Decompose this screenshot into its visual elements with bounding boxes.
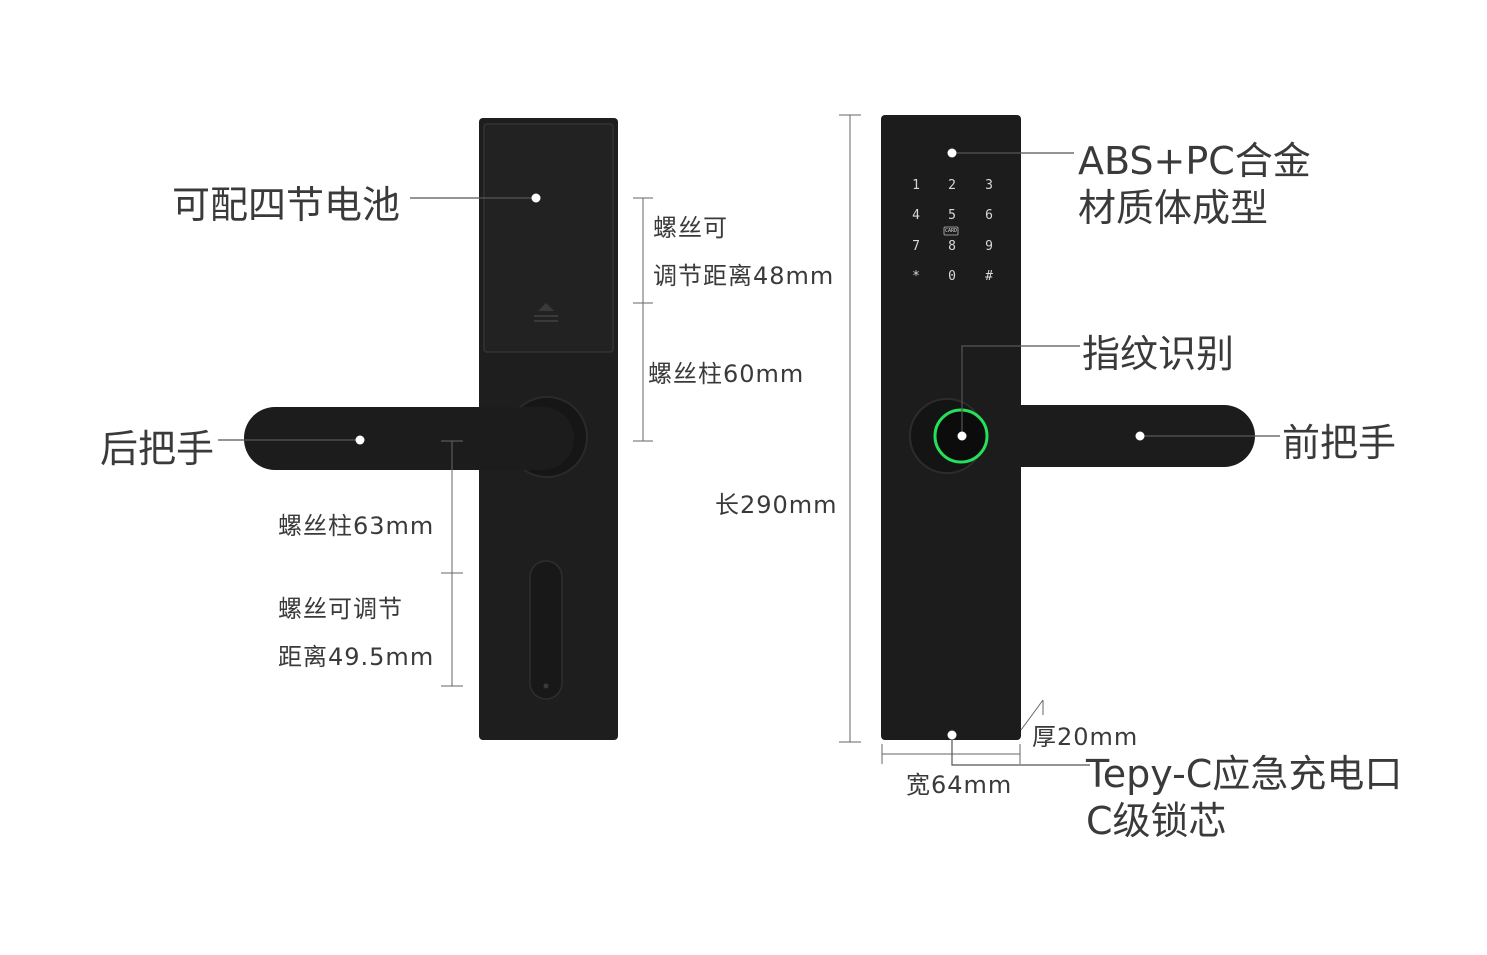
screw-adjust-top-line1: 螺丝可 xyxy=(653,214,728,242)
width-label: 宽64mm xyxy=(906,771,1013,799)
battery-cover-arrow xyxy=(538,303,554,311)
front-handle-label: 前把手 xyxy=(1282,421,1397,465)
rear-key-slot xyxy=(529,560,563,700)
screw-adjust-top-line2: 调节距离48mm xyxy=(653,262,835,290)
screw-post-63-label: 螺丝柱63mm xyxy=(278,512,435,540)
key-3[interactable]: 3 xyxy=(985,178,993,193)
usb-port-label-line1: Tepy-C应急充电口 xyxy=(1086,752,1403,796)
rear-handle-label: 后把手 xyxy=(100,427,215,471)
key-9[interactable]: 9 xyxy=(985,239,993,254)
key-5[interactable]: 5 xyxy=(948,208,956,223)
front-handle xyxy=(930,405,1255,467)
length-label: 长290mm xyxy=(715,491,838,519)
material-line2: 材质体成型 xyxy=(1078,186,1269,230)
key-4[interactable]: 4 xyxy=(912,208,920,223)
key-6[interactable]: 6 xyxy=(985,208,993,223)
material-line1: ABS+PC合金 xyxy=(1078,139,1311,183)
key-1[interactable]: 1 xyxy=(912,178,920,193)
battery-compartment xyxy=(483,123,614,353)
fingerprint-label: 指纹识别 xyxy=(1082,332,1235,376)
key-2[interactable]: 2 xyxy=(948,178,956,193)
key-star[interactable]: * xyxy=(912,269,920,284)
key-0[interactable]: 0 xyxy=(948,269,956,284)
key-hash[interactable]: # xyxy=(985,269,993,284)
key-8[interactable]: 8 xyxy=(948,239,956,254)
screw-adjust-bottom-line2: 距离49.5mm xyxy=(278,643,435,671)
rear-handle xyxy=(244,407,574,470)
thickness-label: 厚20mm xyxy=(1032,723,1139,751)
key-7[interactable]: 7 xyxy=(912,239,920,254)
usb-port-label-line2: C级锁芯 xyxy=(1086,799,1227,843)
battery-label: 可配四节电池 xyxy=(172,183,401,227)
screw-post-60-label: 螺丝柱60mm xyxy=(648,360,805,388)
screw-adjust-bottom-line1: 螺丝可调节 xyxy=(278,595,403,623)
card-label: CARD xyxy=(944,228,958,234)
